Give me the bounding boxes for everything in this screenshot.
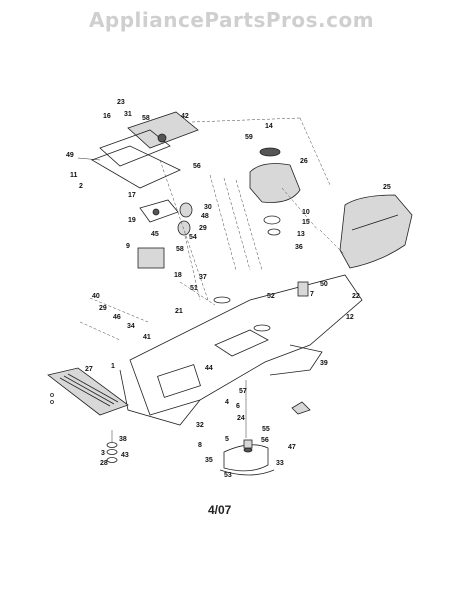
callout-label: 17 (128, 192, 136, 199)
callout-label: 22 (352, 293, 360, 300)
callout-label: 39 (320, 360, 328, 367)
callout-label: 3 (101, 450, 105, 457)
right-bracket-part (291, 281, 311, 415)
callout-label: 29 (99, 305, 107, 312)
seat-plate-assembly (77, 111, 199, 189)
callout-label: 19 (128, 217, 136, 224)
callout-label: 51 (190, 285, 198, 292)
callout-label: 23 (117, 99, 125, 106)
linkage-bracket-part (137, 199, 193, 269)
alignment-leaders (79, 117, 346, 341)
callout-label: 43 (121, 452, 129, 459)
callout-label: 2 (79, 183, 83, 190)
watermark-text: AppliancePartsPros.com (88, 8, 375, 32)
callout-label: 59 (245, 134, 253, 141)
revision-date: 4/07 (208, 503, 232, 517)
callout-label: 42 (181, 113, 189, 120)
callout-labels: 23 16 31 58 42 14 59 26 25 49 11 2 56 17… (66, 99, 391, 479)
bumper-step-part (47, 367, 129, 416)
callout-label: 37 (199, 274, 207, 281)
callout-label: 13 (297, 231, 305, 238)
hood-panel-part (339, 194, 413, 269)
callout-label: 11 (70, 172, 78, 179)
callout-label: 53 (224, 472, 232, 479)
callout-label: 31 (124, 111, 132, 118)
callout-label: 29 (199, 225, 207, 232)
callout-label: 12 (346, 314, 354, 321)
callout-label: 49 (66, 152, 74, 159)
callout-label: 8 (198, 442, 202, 449)
callout-label: 24 (237, 415, 245, 422)
callout-label: 32 (196, 422, 204, 429)
callout-label: 4 (225, 399, 229, 406)
callout-label: 56 (193, 163, 201, 170)
callout-label: 50 (320, 281, 328, 288)
callout-label: 21 (175, 308, 183, 315)
callout-label: 28 (100, 460, 108, 467)
callout-label: 35 (205, 457, 213, 464)
callout-label: 1 (111, 363, 115, 370)
callout-label: 58 (176, 246, 184, 253)
callout-label: 33 (276, 460, 284, 467)
callout-label: 58 (142, 115, 150, 122)
callout-label: 47 (288, 444, 296, 451)
callout-label: 40 (92, 293, 100, 300)
callout-label: 27 (85, 366, 93, 373)
callout-label: 18 (174, 272, 182, 279)
callout-label: 34 (127, 323, 135, 330)
callout-label: 30 (204, 204, 212, 211)
callout-label: 10 (302, 209, 310, 216)
callout-label: 9 (126, 243, 130, 250)
fuel-tank-part (249, 147, 301, 236)
callout-label: 48 (201, 213, 209, 220)
belt-pulley-part (219, 380, 275, 476)
main-frame-part (119, 274, 363, 426)
callout-label: 44 (205, 365, 213, 372)
callout-label: 14 (265, 123, 273, 130)
callout-label: 5 (225, 436, 229, 443)
callout-label: 41 (143, 334, 151, 341)
callout-label: 25 (383, 184, 391, 191)
callout-label: 36 (295, 244, 303, 251)
hardware-stack-part (106, 430, 118, 463)
callout-label: 55 (262, 426, 270, 433)
callout-label: 46 (113, 314, 121, 321)
callout-label: 54 (189, 234, 197, 241)
callout-label: 6 (236, 403, 240, 410)
callout-label: 15 (302, 219, 310, 226)
callout-label: 16 (103, 113, 111, 120)
callout-label: 57 (239, 388, 247, 395)
callout-label: 38 (119, 436, 127, 443)
callout-label: 26 (300, 158, 308, 165)
callout-label: 45 (151, 231, 159, 238)
callout-label: 56 (261, 437, 269, 444)
callout-label: 7 (310, 291, 314, 298)
callout-label: 52 (267, 293, 275, 300)
